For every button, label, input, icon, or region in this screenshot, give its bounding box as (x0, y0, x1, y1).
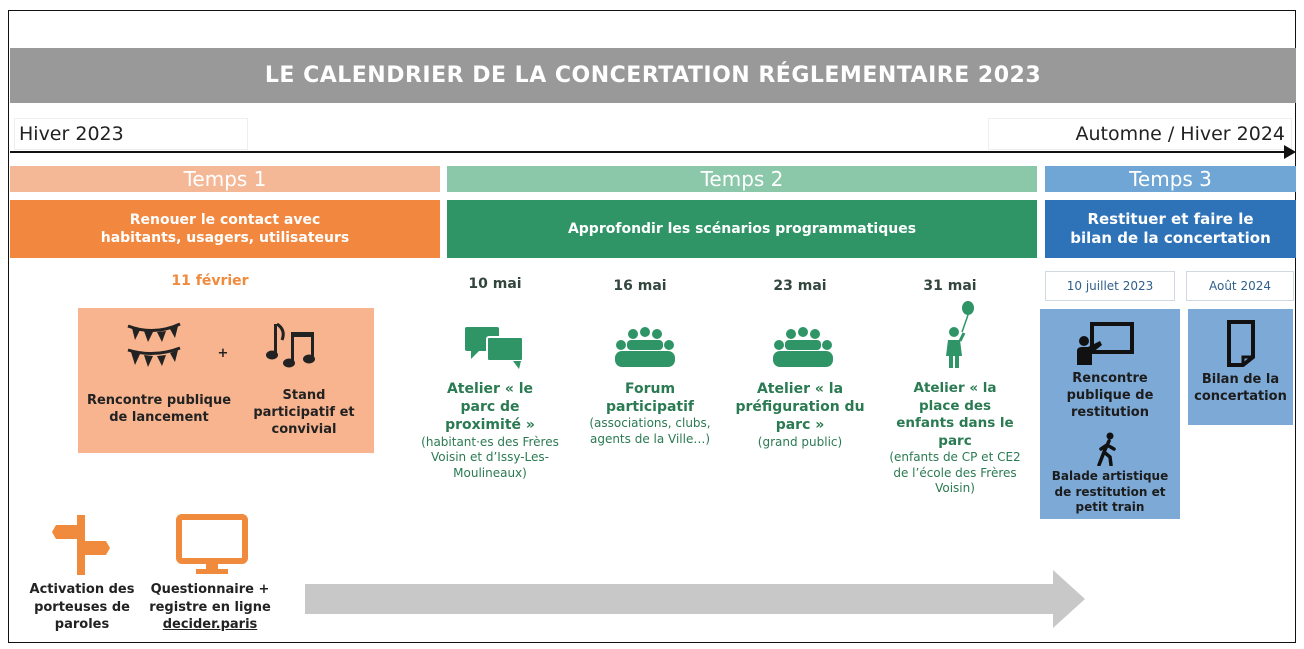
phase-temps-2: Temps 2 (447, 166, 1037, 192)
phase-temps-3: Temps 3 (1045, 166, 1296, 192)
diagram-title: LE CALENDRIER DE LA CONCERTATION RÉGLEME… (10, 48, 1296, 103)
date-23-mai: 23 mai (773, 278, 827, 294)
questionnaire-label: Questionnaire + registre en ligne decide… (146, 581, 274, 634)
presentation-board-icon (1077, 322, 1134, 365)
event-forum-participatif: Forum participatif (associations, clubs,… (575, 380, 725, 448)
goal-temps-2: Approfondir les scénarios programmatique… (447, 200, 1037, 258)
goal-text: Renouer le contact avec habitants, usage… (100, 211, 350, 246)
event-bilan-concertation: Bilan de la concertation (1194, 372, 1287, 404)
bunting-icon (127, 322, 181, 367)
group-meeting-icon (615, 327, 675, 367)
event-title: Atelier « la préfiguration du parc » (735, 381, 865, 434)
event-rencontre-lancement: Rencontre publique de lancement (86, 393, 232, 425)
monitor-icon (176, 514, 248, 574)
event-title: Atelier « le parc de proximité » (445, 381, 535, 434)
group-meeting-icon (773, 327, 833, 367)
temps3-box-restitution: Rencontre publique de restitution Balade… (1040, 309, 1180, 519)
event-detail: (habitant·es des Frères Voisin et d’Issy… (421, 434, 559, 480)
timeline-line (10, 151, 1286, 153)
signpost-icon (52, 515, 110, 575)
date-10-mai: 10 mai (468, 276, 522, 292)
walking-person-icon (1097, 432, 1116, 466)
timeline-start-label: Hiver 2023 (14, 118, 248, 150)
document-icon (1227, 320, 1255, 367)
event-rencontre-restitution: Rencontre publique de restitution (1066, 371, 1154, 420)
event-atelier-enfants: Atelier « la place des enfants dans le p… (885, 380, 1025, 497)
date-10-juillet-2023: 10 juillet 2023 (1045, 271, 1175, 301)
chat-bubbles-icon (465, 327, 524, 369)
temps3-box-bilan: Bilan de la concertation (1188, 309, 1293, 425)
continuous-process-arrow (305, 570, 1085, 628)
event-stand-participatif: Stand participatif et convivial (253, 388, 355, 437)
event-atelier-proximite: Atelier « le parc de proximité » (habita… (405, 380, 575, 481)
goal-temps-1: Renouer le contact avec habitants, usage… (10, 200, 440, 258)
event-title: Forum participatif (605, 381, 694, 416)
event-balade-artistique: Balade artistique de restitution et peti… (1051, 469, 1169, 515)
child-balloon-icon (946, 301, 974, 368)
date-16-mai: 16 mai (613, 278, 667, 294)
plus-sign: + (217, 346, 229, 361)
goal-temps-3: Restituer et faire le bilan de la concer… (1045, 200, 1296, 258)
goal-text: Restituer et faire le bilan de la concer… (1070, 209, 1271, 248)
activation-porteuses-label: Activation des porteuses de paroles (29, 582, 135, 633)
date-31-mai: 31 mai (923, 278, 977, 294)
event-detail: (grand public) (757, 434, 843, 449)
decider-paris-link[interactable]: decider.paris (162, 617, 258, 633)
timeline-end-label: Automne / Hiver 2024 (988, 118, 1292, 150)
date-aout-2024: Août 2024 (1186, 271, 1294, 301)
temps1-box: + Rencontre publique de lancement Stand … (78, 308, 374, 453)
event-title: Atelier « la place des enfants dans le p… (896, 380, 1014, 449)
goal-text: Approfondir les scénarios programmatique… (567, 220, 917, 237)
date-11-fevrier: 11 février (171, 273, 249, 289)
music-notes-icon (266, 322, 315, 368)
timeline-arrowhead (1284, 145, 1296, 159)
diagram-frame (8, 10, 1296, 643)
questionnaire-text: Questionnaire + registre en ligne (149, 582, 271, 615)
event-atelier-prefiguration: Atelier « la préfiguration du parc » (gr… (730, 380, 870, 450)
event-detail: (enfants de CP et CE2 de l’école des Frè… (889, 450, 1021, 496)
phase-temps-1: Temps 1 (10, 166, 440, 192)
event-detail: (associations, clubs, agents de la Ville… (589, 416, 711, 446)
